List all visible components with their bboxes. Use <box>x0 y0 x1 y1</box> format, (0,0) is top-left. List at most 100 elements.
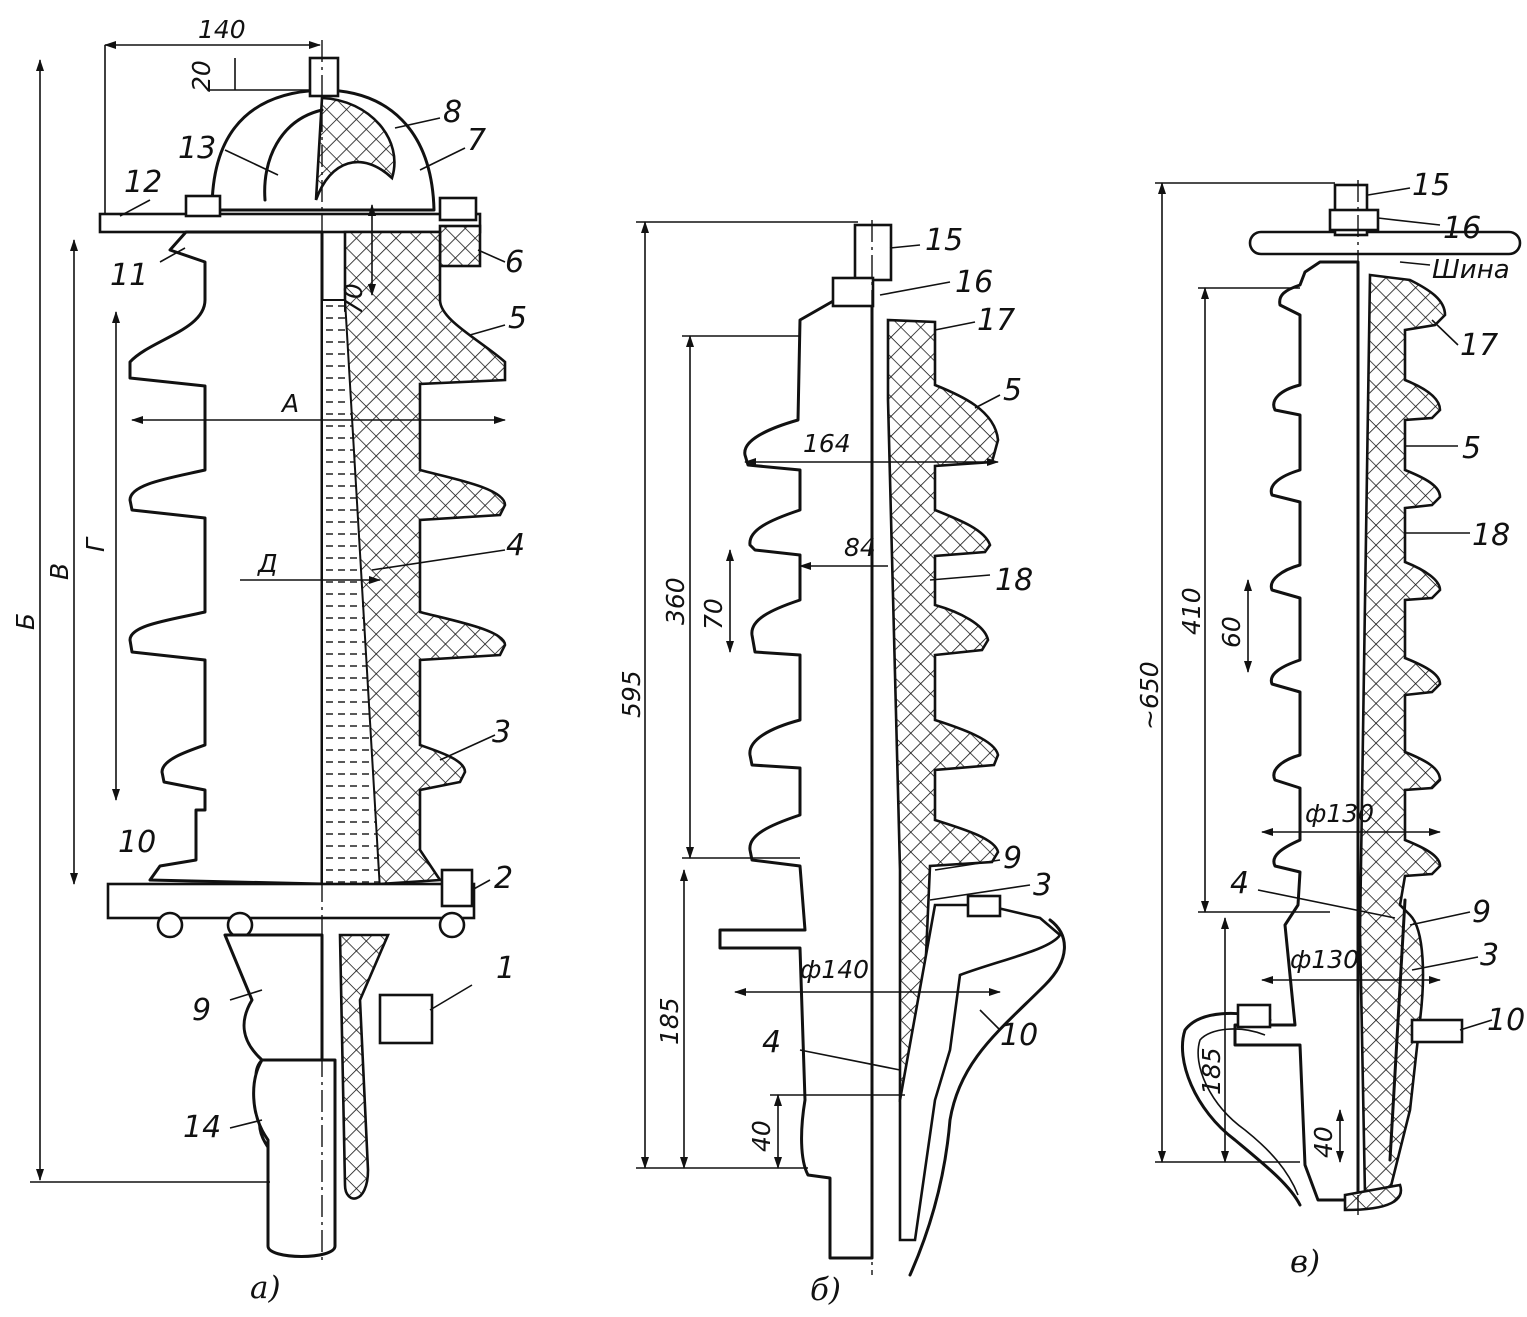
part-label-9-c: 9 <box>1472 895 1491 930</box>
leader-16-c <box>1377 217 1441 226</box>
leader-17-b <box>934 321 976 331</box>
part-label-4: 4 <box>506 528 525 563</box>
leader-18-b <box>929 574 991 581</box>
part-label-10-c: 10 <box>1487 1003 1525 1038</box>
flange-nut-b <box>966 894 1002 918</box>
nut-16-b <box>831 276 875 308</box>
top-terminal-stud <box>308 56 340 98</box>
labels: 1 2 3 4 5 6 7 8 9 10 11 12 13 14 140 20 … <box>11 15 1525 1308</box>
side-clamp-2 <box>440 868 474 908</box>
part-label-13: 13 <box>178 131 216 166</box>
part-label-4-c: 4 <box>1230 866 1249 901</box>
leader-3 <box>439 734 496 761</box>
part-label-16-b: 16 <box>955 265 993 300</box>
compound-filling-a <box>343 230 507 907</box>
leader-13 <box>224 149 279 176</box>
leader-4 <box>371 549 506 571</box>
outer-conductor-c <box>1388 898 1407 1162</box>
bottom-flange-10 <box>106 882 476 920</box>
leader-9-b <box>934 859 1001 871</box>
leader-8 <box>394 117 441 129</box>
dim-410: 410 <box>1177 587 1206 635</box>
caption-b: б) <box>810 1272 841 1308</box>
dim-phi130-bottom: ф130 <box>1290 945 1359 974</box>
cable-sheath-14 <box>252 1058 337 1258</box>
part-label-10-b: 10 <box>1000 1018 1038 1053</box>
dim-20: 20 <box>187 60 216 92</box>
leader-9-c <box>1409 911 1471 926</box>
bottom-bolt-right <box>438 911 466 939</box>
dim-A: А <box>280 389 299 418</box>
leader-7 <box>419 147 466 171</box>
dim-595: 595 <box>617 670 646 718</box>
top-clamp-6 <box>438 224 482 268</box>
leader-17-c <box>1431 319 1459 346</box>
dim-164: 164 <box>803 429 851 458</box>
dim-40-c: 40 <box>1309 1126 1338 1158</box>
leader-10-b <box>979 1009 1001 1031</box>
part-label-6: 6 <box>505 245 524 280</box>
leader-16-b <box>879 281 951 296</box>
dim-185-c: 185 <box>1197 1047 1226 1095</box>
leader-4-c <box>1257 889 1396 919</box>
part-label-17-c: 17 <box>1460 328 1498 363</box>
dim-84: 84 <box>844 533 876 562</box>
compound-filling-c <box>1358 273 1447 1197</box>
leader-shina <box>1399 261 1431 266</box>
part-label-5-c: 5 <box>1462 431 1481 466</box>
leader-5 <box>469 324 506 336</box>
part-label-1: 1 <box>496 951 515 986</box>
earthing-lead <box>338 933 390 1200</box>
leader-6 <box>477 249 506 263</box>
part-label-9-b: 9 <box>1003 841 1022 876</box>
part-label-7: 7 <box>467 123 486 158</box>
porcelain-body-b <box>718 278 874 1260</box>
part-label-16-c: 16 <box>1443 211 1481 246</box>
bottom-bolt-mid <box>226 911 254 939</box>
leader-3-b <box>929 884 1031 901</box>
dim-B: Б <box>11 613 40 630</box>
dim-G: Г <box>81 536 110 552</box>
porcelain-body-c <box>1233 260 1360 1202</box>
top-terminal-15-b <box>853 223 893 282</box>
dim-185-b: 185 <box>655 997 684 1045</box>
part-label-3-b: 3 <box>1033 868 1052 903</box>
dim-40-b: 40 <box>747 1120 776 1152</box>
nut-16-c <box>1328 208 1380 232</box>
label-shina: Шина <box>1432 255 1510 285</box>
part-label-11: 11 <box>110 258 148 293</box>
dim-70-b: 70 <box>699 598 728 630</box>
dim-60: 60 <box>1217 616 1246 648</box>
dim-phi130-top: ф130 <box>1305 799 1374 828</box>
part-label-17-b: 17 <box>977 303 1015 338</box>
part-label-3-c: 3 <box>1480 938 1499 973</box>
part-label-4-b: 4 <box>762 1025 781 1060</box>
leader-5-b <box>974 394 1001 409</box>
leader-11 <box>159 247 186 263</box>
leader-9 <box>229 989 263 1001</box>
part-label-8: 8 <box>443 95 462 130</box>
part-label-18-c: 18 <box>1472 518 1510 553</box>
dim-D: Д <box>257 549 278 578</box>
bus-bar-c <box>1248 230 1522 256</box>
part-label-12: 12 <box>124 165 162 200</box>
top-nut-left <box>184 194 222 218</box>
lead-wire-b <box>908 918 1066 1277</box>
part-label-3: 3 <box>492 715 511 750</box>
part-label-15-b: 15 <box>925 223 963 258</box>
leader-15-c <box>1367 187 1411 196</box>
caption-a: а) <box>250 1270 281 1306</box>
leader-14 <box>229 1119 263 1129</box>
flange-bolt-right-c <box>1410 1018 1464 1044</box>
flange-bolt-left-c <box>1236 1003 1272 1029</box>
part-label-15-c: 15 <box>1412 168 1450 203</box>
dim-140: 140 <box>198 15 246 44</box>
part-label-2: 2 <box>494 861 513 896</box>
leader-15-b <box>889 244 921 249</box>
view-a <box>30 40 507 1265</box>
leader-3-c <box>1411 956 1479 971</box>
top-flange-12 <box>98 212 482 234</box>
part-label-18-b: 18 <box>995 563 1033 598</box>
dim-70: 70 <box>339 283 368 315</box>
bottom-seal-c <box>1343 1183 1403 1212</box>
